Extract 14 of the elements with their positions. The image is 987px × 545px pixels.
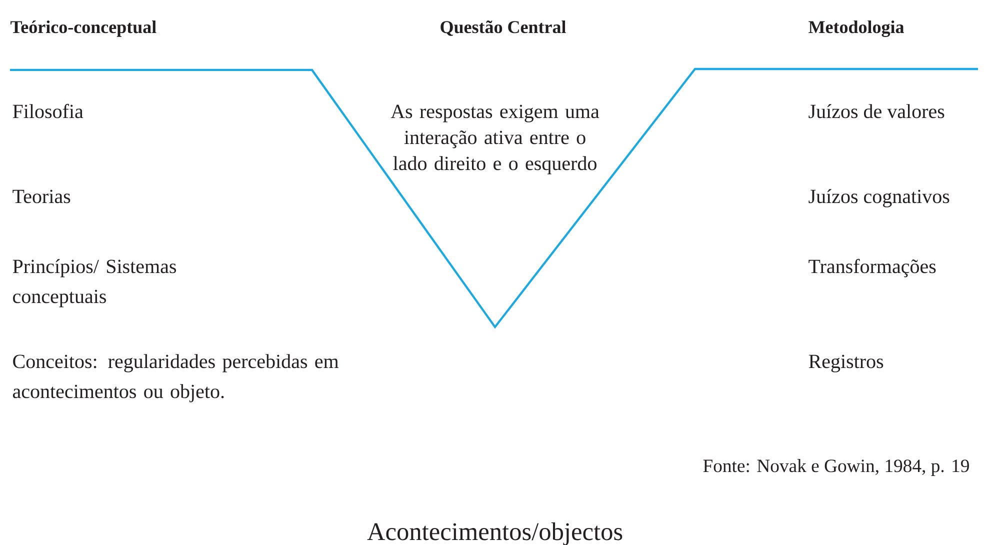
concept-label: Princípios/ Sistemas conceptuais — [12, 259, 176, 308]
column-heading: Questão Central — [440, 20, 566, 36]
column-heading: Metodologia — [808, 20, 904, 37]
concept-label: Filosofia — [12, 104, 84, 118]
concept-label: Conceitos: regularidades percebidas em acontecimentos ou objeto. — [13, 354, 339, 402]
central-question-text: As respostas exigem uma interação ativa entre o lado direito e o esquerdo — [390, 104, 600, 174]
event-object-label: Acontecimentos/objectos — [367, 522, 622, 545]
source-note: Fonte: Novak e Gowin, 1984, p. 19 — [703, 459, 969, 476]
method-label: Juízos cognativos — [808, 189, 950, 208]
column-heading: Teórico-conceptual — [10, 20, 156, 37]
concept-label: Teorias — [12, 190, 70, 204]
method-label: Registros — [808, 354, 884, 372]
method-label: Transformações — [808, 258, 936, 278]
method-label: Juízos de valores — [808, 104, 944, 118]
